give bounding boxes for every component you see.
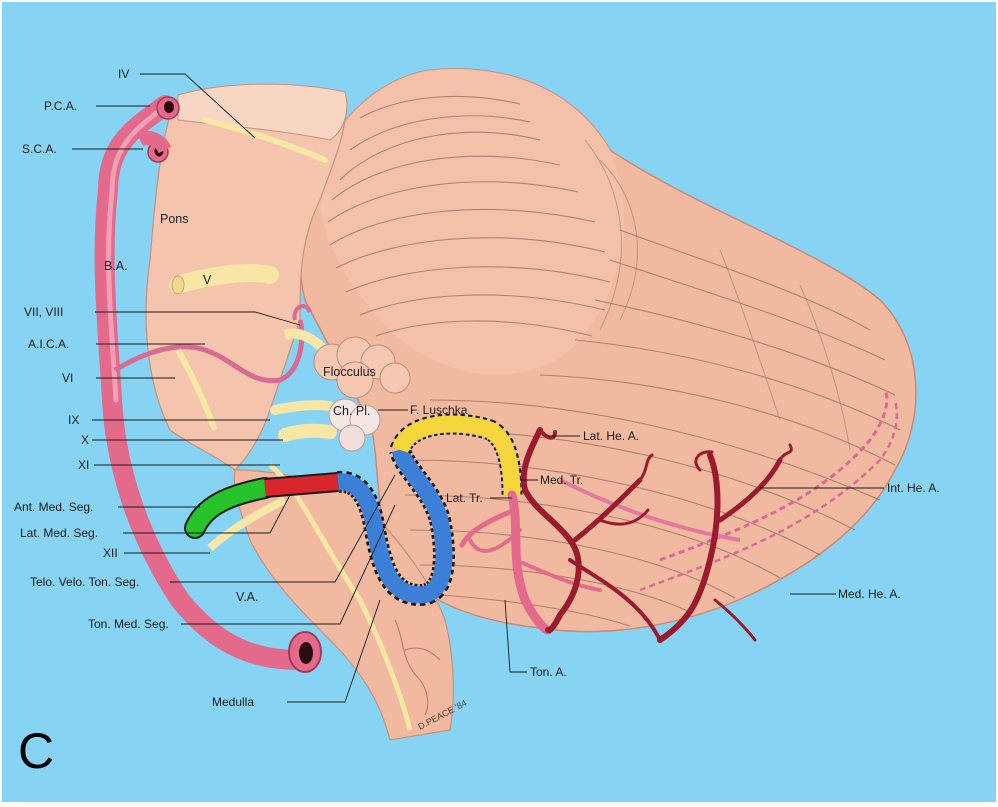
- label-lat-tr: Lat. Tr.: [446, 491, 483, 505]
- label-pons: Pons: [160, 212, 189, 226]
- aica-loop: [292, 304, 312, 321]
- ant-med-seg-fill: [186, 479, 274, 537]
- label-ba: B.A.: [104, 259, 128, 273]
- label-va: V.A.: [236, 590, 258, 604]
- dashed-vessel-2: [639, 399, 899, 592]
- label-aica: A.I.C.A.: [28, 337, 69, 351]
- medulla-vessel: [394, 619, 429, 716]
- label-x: X: [81, 433, 89, 447]
- label-f-luschka: F. Luschka: [410, 403, 468, 417]
- ton-med-seg-fill: [337, 447, 453, 604]
- label-ton-a: Ton. A.: [530, 665, 567, 679]
- basilar-artery: [94, 95, 310, 670]
- label-ant-med-seg: Ant. Med. Seg.: [14, 500, 93, 514]
- label-telo-velo: Telo. Velo. Ton. Seg.: [30, 575, 139, 589]
- label-med-he-a: Med. He. A.: [838, 587, 901, 601]
- label-pca: P.C.A.: [44, 99, 77, 113]
- dashed-vessel-3: [559, 478, 741, 542]
- folia-upper: [327, 95, 638, 337]
- label-v: V: [203, 273, 212, 287]
- sca-vessel: [136, 131, 172, 154]
- panel-letter: C: [18, 723, 54, 779]
- label-lat-he-a: Lat. He. A.: [583, 429, 639, 443]
- label-sca: S.C.A.: [22, 142, 57, 156]
- dashed-vessel-1: [659, 389, 889, 562]
- label-xii: XII: [103, 546, 118, 560]
- upper-lobe: [316, 68, 625, 375]
- nerve-v-end: [171, 275, 185, 295]
- label-vii-viii: VII, VIII: [24, 305, 63, 319]
- label-ch-pl: Ch. Pl.: [333, 404, 371, 418]
- hemispheric-arteries: [459, 427, 793, 643]
- label-medulla: Medulla: [212, 695, 254, 709]
- aica: [113, 319, 305, 384]
- pca-lumen: [164, 101, 174, 113]
- label-ix: IX: [68, 413, 79, 427]
- label-xi: XI: [78, 458, 89, 472]
- leader-lines-right: [504, 435, 884, 673]
- leader-lines-left: [72, 73, 396, 703]
- label-ton-med-seg: Ton. Med. Seg.: [88, 617, 169, 631]
- nerve-ix: [270, 400, 335, 415]
- label-int-he-a: Int. He. A.: [887, 481, 940, 495]
- nerve-xii: [207, 496, 287, 551]
- nerve-v: [169, 264, 279, 294]
- va-lumen: [299, 642, 313, 664]
- nerve-vi: [175, 348, 218, 432]
- label-med-tr: Med. Tr.: [540, 473, 583, 487]
- flocculus: [313, 336, 411, 399]
- leader-lines-center: [378, 409, 538, 499]
- label-vi: VI: [62, 371, 73, 385]
- lat-med-seg-fill: [264, 474, 339, 496]
- medulla-vessel-2: [404, 647, 441, 661]
- nerve-iv: [202, 117, 328, 163]
- nerve-x: [278, 423, 337, 442]
- label-iv: IV: [118, 67, 129, 81]
- telo-velo-seg-fill: [391, 415, 521, 496]
- choroid-plexus: [328, 398, 381, 452]
- label-flocculus: Flocculus: [323, 365, 376, 379]
- label-lat-med-seg: Lat. Med. Seg.: [20, 526, 98, 540]
